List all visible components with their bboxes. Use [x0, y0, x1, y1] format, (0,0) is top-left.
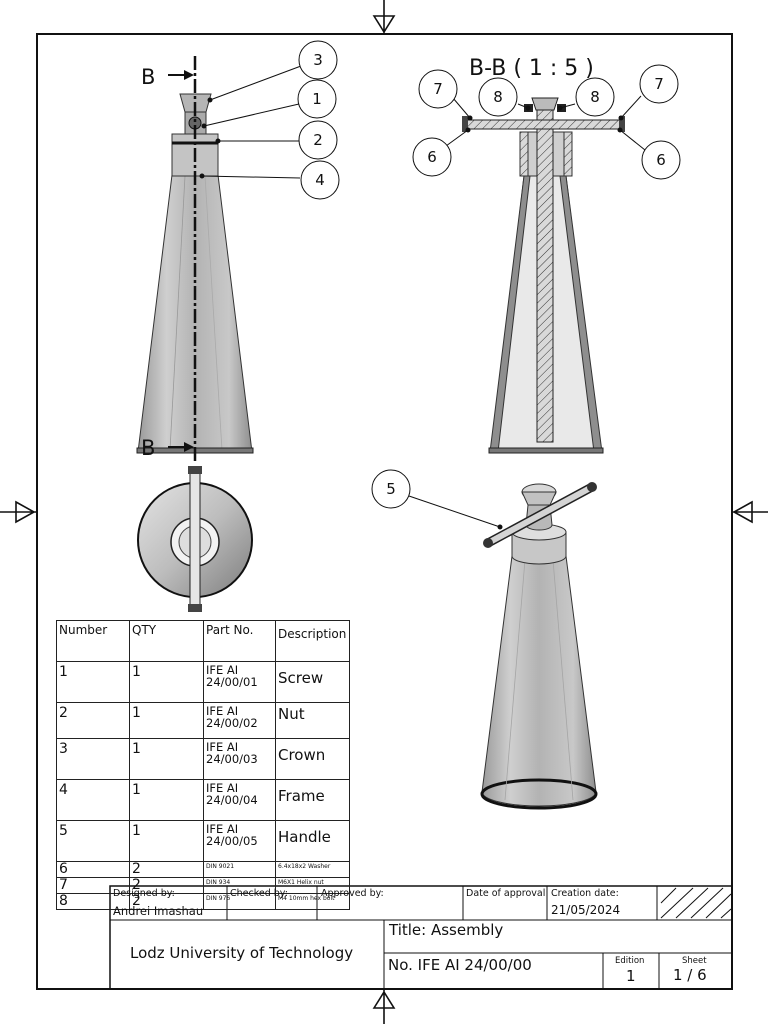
- table-row: 4 1 IFE AI 24/00/04 Frame: [56, 779, 350, 821]
- date-of-approval-label: Date of approval:: [466, 888, 549, 899]
- section-view: [462, 97, 625, 454]
- balloon-label-6-left: 6: [427, 148, 437, 166]
- balloon-4: [300, 160, 340, 200]
- bom-part-no: IFE AI 24/00/05: [203, 820, 276, 862]
- sheet-label: Sheet: [682, 956, 707, 966]
- checked-by-label: Checked by:: [230, 888, 288, 899]
- designed-by-value: Andrei Imashau: [113, 904, 204, 918]
- balloon-label-5: 5: [386, 480, 396, 498]
- edition-label: Edition: [615, 956, 645, 966]
- bom-description: Nut: [275, 702, 350, 739]
- section-screw: [536, 109, 554, 443]
- bom-header-number: Number: [56, 620, 130, 662]
- balloon-label-4: 4: [315, 171, 325, 189]
- balloon-6-left: [412, 137, 452, 177]
- front-view: [136, 56, 254, 462]
- title-block-grid: [109, 885, 733, 990]
- table-row: 2 1 IFE AI 24/00/02 Nut: [56, 702, 350, 739]
- bom-description: 6.4x18x2 Washer: [275, 861, 350, 878]
- bom-qty: 1: [129, 702, 204, 739]
- table-row: 8 2 DIN 976 M4 10mm hex bolt: [56, 893, 350, 910]
- table-row: 5 1 IFE AI 24/00/05 Handle: [56, 820, 350, 862]
- approved-by-label: Approved by:: [321, 888, 384, 899]
- section-title: B-B ( 1 : 5 ): [469, 56, 594, 81]
- balloon-label-8-left: 8: [493, 88, 503, 106]
- creation-date-value: 21/05/2024: [551, 903, 621, 917]
- bom-part-no: IFE AI 24/00/04: [203, 779, 276, 821]
- balloon-label-1: 1: [312, 90, 322, 108]
- section-cut-label-bottom: B: [141, 436, 155, 460]
- table-row: 3 1 IFE AI 24/00/03 Crown: [56, 738, 350, 780]
- balloon-8-left: [478, 77, 518, 117]
- balloon-7-right: [639, 64, 679, 104]
- bom-qty: 1: [129, 738, 204, 780]
- bom-header-qty: QTY: [129, 620, 204, 662]
- table-row: 7 2 DIN 934 M6X1 Helix nut: [56, 877, 350, 894]
- balloon-8-right: [575, 77, 615, 117]
- bom-part-no: DIN 9021: [203, 861, 276, 878]
- table-row: 1 1 IFE AI 24/00/01 Screw: [56, 661, 350, 703]
- balloon-label-8-right: 8: [590, 88, 600, 106]
- balloons: [297, 40, 681, 509]
- top-view: [137, 466, 253, 612]
- bom-description: M4 10mm hex bolt: [275, 893, 350, 910]
- organization-name: Lodz University of Technology: [130, 944, 354, 962]
- bom-number: 5: [56, 820, 130, 862]
- sheet-value: 1 / 6: [673, 966, 707, 984]
- balloon-5: [371, 469, 411, 509]
- bill-of-materials: Number QTY Part No. Description 1 1 IFE …: [56, 620, 350, 910]
- bom-part-no: DIN 976: [203, 893, 276, 910]
- balloon-label-7-right: 7: [654, 75, 664, 93]
- section-cut-label-top: B: [141, 65, 155, 89]
- bom-qty: 1: [129, 820, 204, 862]
- balloon-leaders: [199, 65, 646, 530]
- table-row: 6 2 DIN 9021 6.4x18x2 Washer: [56, 861, 350, 878]
- edition-value: 1: [626, 967, 636, 985]
- bom-qty: 1: [129, 779, 204, 821]
- bom-number: 6: [56, 861, 130, 878]
- bom-number: 1: [56, 661, 130, 703]
- bom-description: Handle: [275, 820, 350, 862]
- bom-number: 3: [56, 738, 130, 780]
- bom-qty: 1: [129, 661, 204, 703]
- bom-description: Crown: [275, 738, 350, 780]
- bom-part-no: IFE AI 24/00/02: [203, 702, 276, 739]
- balloon-label-2: 2: [313, 131, 323, 149]
- hatched-cell: [660, 887, 732, 919]
- bom-header-part-no: Part No.: [203, 620, 276, 662]
- balloon-label-7-left: 7: [433, 80, 443, 98]
- balloon-1: [297, 79, 337, 119]
- bom-qty: 2: [129, 861, 204, 878]
- bom-description: Screw: [275, 661, 350, 703]
- bom-part-no: IFE AI 24/00/01: [203, 661, 276, 703]
- balloon-7-left: [418, 69, 458, 109]
- bom-header-row: Number QTY Part No. Description: [56, 620, 350, 662]
- creation-date-label: Creation date:: [551, 888, 619, 899]
- balloon-3: [298, 40, 338, 80]
- balloon-label-6-right: 6: [656, 151, 666, 169]
- bom-number: 2: [56, 702, 130, 739]
- drawing-title: Title: Assembly: [389, 921, 504, 939]
- bom-description: Frame: [275, 779, 350, 821]
- balloon-label-3: 3: [313, 51, 323, 69]
- designed-by-label: Designed by:: [113, 888, 175, 899]
- balloon-6-right: [641, 140, 681, 180]
- bom-number: 4: [56, 779, 130, 821]
- isometric-view: [480, 482, 598, 810]
- bom-part-no: IFE AI 24/00/03: [203, 738, 276, 780]
- balloon-2: [298, 120, 338, 160]
- drawing-number: No. IFE AI 24/00/00: [388, 956, 532, 974]
- bom-header-description: Description: [275, 620, 350, 662]
